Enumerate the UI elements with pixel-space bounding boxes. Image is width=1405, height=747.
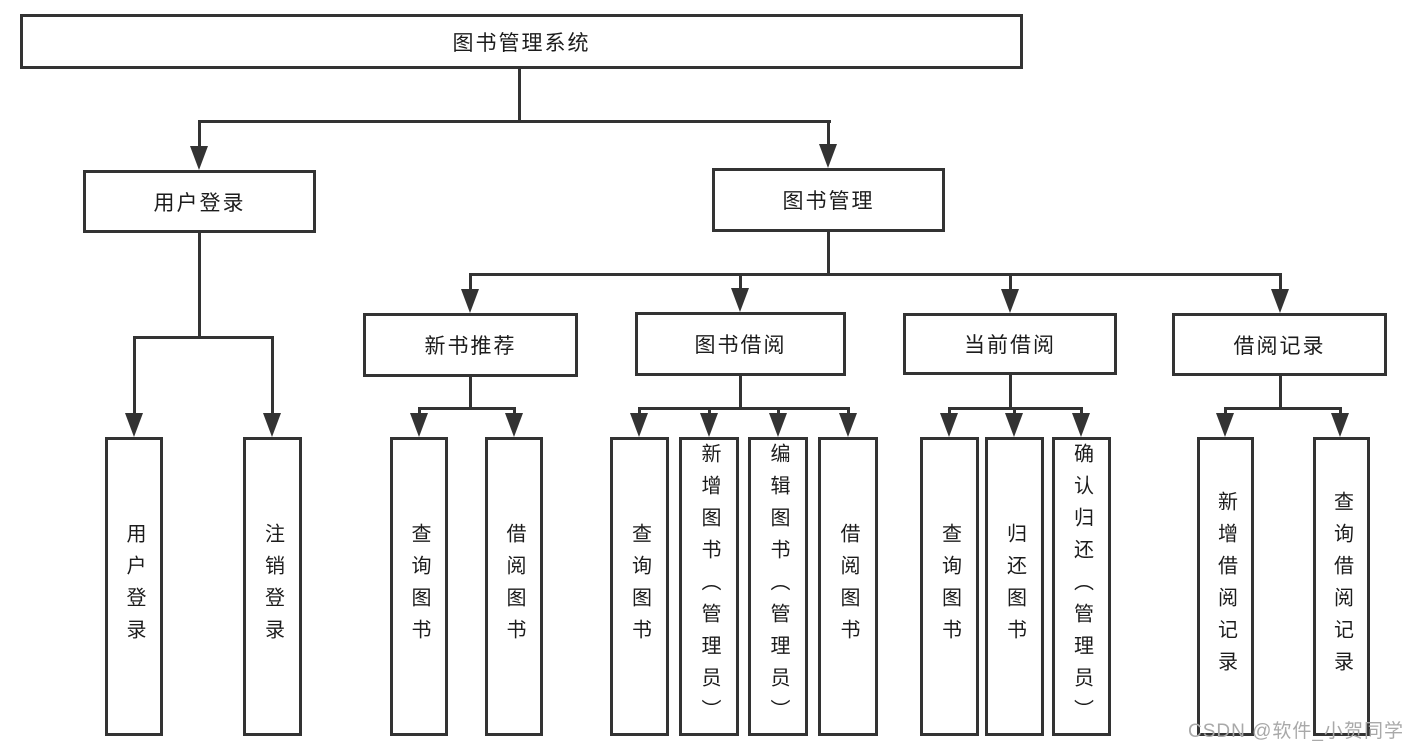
- connector-borrow-records-bar: [1224, 407, 1341, 410]
- connector-drop: [948, 407, 951, 417]
- leaf-return-books: 归还图书: [985, 437, 1044, 736]
- arrow-down-icon: [769, 413, 787, 437]
- connector-new-books-bar: [418, 407, 516, 410]
- connector-drop-leaf-user-login: [133, 336, 136, 415]
- leaf-query-books-current: 查询图书: [920, 437, 979, 736]
- arrow-down-icon: [1331, 413, 1349, 437]
- connector-current-borrow-stem: [1009, 375, 1012, 407]
- arrow-down-icon: [1216, 413, 1234, 437]
- leaf-query-books-current-label: 查询图书: [938, 522, 961, 651]
- leaf-logout-label: 注销登录: [261, 522, 284, 651]
- arrow-down-icon: [1271, 289, 1289, 313]
- leaf-confirm-return-admin: 确认归还（管理员）: [1052, 437, 1111, 736]
- arrow-down-icon: [410, 413, 428, 437]
- arrow-down-icon: [940, 413, 958, 437]
- connector-drop: [847, 407, 850, 417]
- arrow-down-icon: [505, 413, 523, 437]
- leaf-borrow-books-label: 借阅图书: [837, 522, 859, 651]
- connector-drop: [638, 407, 641, 417]
- leaf-add-books-admin-label: 新增图书（管理员）: [698, 442, 720, 731]
- connector-drop: [1013, 407, 1016, 417]
- connector-drop-borrow-records: [1279, 273, 1282, 291]
- arrow-down-icon: [839, 413, 857, 437]
- connector-new-books-stem: [469, 377, 472, 407]
- leaf-return-books-label: 归还图书: [1003, 522, 1026, 651]
- arrow-down-icon: [190, 146, 208, 170]
- leaf-logout: 注销登录: [243, 437, 302, 736]
- connector-drop: [708, 407, 711, 417]
- node-user-login: 用户登录: [83, 170, 316, 233]
- arrow-down-icon: [1001, 289, 1019, 313]
- node-new-books: 新书推荐: [363, 313, 578, 377]
- leaf-borrow-books-newbooks: 借阅图书: [485, 437, 543, 736]
- arrow-down-icon: [125, 413, 143, 437]
- connector-root-stem: [518, 69, 521, 120]
- leaf-query-books-borrow: 查询图书: [610, 437, 669, 736]
- node-current-borrow-label: 当前借阅: [964, 334, 1056, 357]
- node-book-borrow-label: 图书借阅: [694, 334, 787, 357]
- connector-drop: [513, 407, 516, 417]
- leaf-add-books-admin: 新增图书（管理员）: [679, 437, 739, 736]
- connector-user-login-bar: [133, 336, 274, 339]
- leaf-borrow-books: 借阅图书: [818, 437, 878, 736]
- watermark: CSDN @软件_小贺同学: [1188, 721, 1404, 742]
- node-root-label: 图书管理系统: [452, 31, 591, 55]
- connector-drop: [1224, 407, 1227, 417]
- leaf-add-borrow-record: 新增借阅记录: [1197, 437, 1254, 736]
- node-borrow-records: 借阅记录: [1172, 313, 1387, 376]
- connector-book-borrow-bar: [638, 407, 850, 410]
- connector-drop-book-mgmt: [827, 120, 830, 146]
- connector-drop: [418, 407, 421, 417]
- arrow-down-icon: [1072, 413, 1090, 437]
- leaf-query-borrow-record: 查询借阅记录: [1313, 437, 1370, 736]
- leaf-edit-books-admin-label: 编辑图书（管理员）: [767, 442, 789, 731]
- leaf-edit-books-admin: 编辑图书（管理员）: [748, 437, 808, 736]
- connector-drop-user-login: [198, 120, 201, 148]
- leaf-user-login-label: 用户登录: [123, 522, 145, 651]
- connector-book-mgmt-bar: [469, 273, 1281, 276]
- connector-drop-book-borrow: [739, 273, 742, 290]
- connector-drop: [1339, 407, 1342, 417]
- connector-drop-leaf-logout: [271, 336, 274, 415]
- leaf-confirm-return-admin-label: 确认归还（管理员）: [1070, 442, 1093, 731]
- leaf-borrow-books-newbooks-label: 借阅图书: [503, 522, 525, 651]
- node-new-books-label: 新书推荐: [424, 335, 517, 358]
- arrow-down-icon: [461, 289, 479, 313]
- arrow-down-icon: [263, 413, 281, 437]
- connector-root-bar: [198, 120, 831, 123]
- connector-book-borrow-stem: [739, 376, 742, 407]
- connector-borrow-records-stem: [1279, 376, 1282, 407]
- node-current-borrow: 当前借阅: [903, 313, 1117, 375]
- leaf-query-books-borrow-label: 查询图书: [628, 522, 651, 651]
- node-borrow-records-label: 借阅记录: [1233, 334, 1326, 358]
- connector-drop: [777, 407, 780, 417]
- node-book-borrow: 图书借阅: [635, 312, 846, 376]
- leaf-user-login: 用户登录: [105, 437, 163, 736]
- node-book-mgmt: 图书管理: [712, 168, 945, 232]
- leaf-query-borrow-record-label: 查询借阅记录: [1330, 490, 1353, 683]
- node-root: 图书管理系统: [20, 14, 1023, 69]
- leaf-query-books-newbooks: 查询图书: [390, 437, 448, 736]
- connector-drop: [1080, 407, 1083, 417]
- connector-book-mgmt-stem: [827, 232, 830, 273]
- connector-drop-new-books: [469, 273, 472, 291]
- connector-drop-current-borrow: [1009, 273, 1012, 291]
- arrow-down-icon: [700, 413, 718, 437]
- arrow-down-icon: [630, 413, 648, 437]
- arrow-down-icon: [731, 288, 749, 312]
- arrow-down-icon: [819, 144, 837, 168]
- leaf-query-books-newbooks-label: 查询图书: [408, 522, 430, 651]
- node-user-login-label: 用户登录: [153, 191, 246, 215]
- connector-user-login-stem: [198, 233, 201, 336]
- arrow-down-icon: [1005, 413, 1023, 437]
- node-book-mgmt-label: 图书管理: [782, 190, 875, 213]
- leaf-add-borrow-record-label: 新增借阅记录: [1214, 490, 1237, 683]
